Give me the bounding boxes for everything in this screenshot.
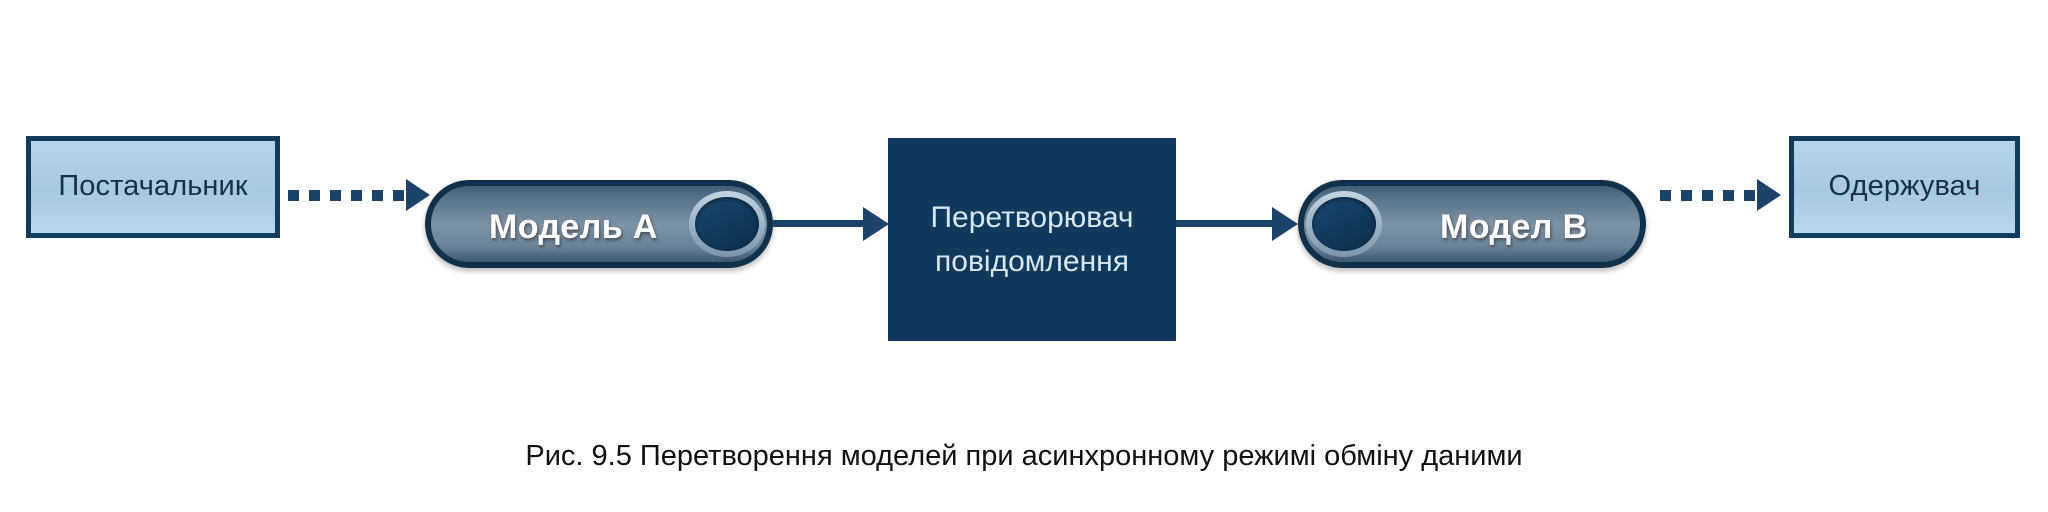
dotted-segment xyxy=(372,190,383,201)
connector-converter-to-model-b xyxy=(1176,207,1300,241)
node-supplier[interactable]: Постачальник xyxy=(26,136,280,238)
dotted-segment xyxy=(393,190,404,201)
dotted-segment xyxy=(1681,190,1692,201)
dotted-segment xyxy=(1744,190,1755,201)
node-model-a-label: Модель А xyxy=(489,208,658,246)
node-receiver-label: Одержувач xyxy=(1828,170,1981,203)
connector-line xyxy=(1176,220,1274,227)
connector-line xyxy=(773,220,865,227)
node-supplier-label: Постачальник xyxy=(58,170,248,203)
node-model-b-label: Модел В xyxy=(1440,208,1588,246)
arrowhead-icon xyxy=(406,179,430,211)
connector-model-a-to-converter xyxy=(773,207,889,241)
figure-caption: Рис. 9.5 Перетворення моделей при асинхр… xyxy=(525,440,1523,472)
cylinder-cap-disc xyxy=(1312,197,1376,251)
dotted-segment xyxy=(330,190,341,201)
dotted-segment xyxy=(309,190,320,201)
dotted-segment xyxy=(1723,190,1734,201)
connector-model-b-to-receiver xyxy=(1660,175,1790,215)
node-model-b[interactable]: Модел В xyxy=(1298,180,1646,268)
node-converter-label-line2: повідомлення xyxy=(935,244,1129,278)
dotted-segment xyxy=(1702,190,1713,201)
arrowhead-icon xyxy=(863,207,889,241)
arrowhead-icon xyxy=(1757,179,1781,211)
dotted-segment xyxy=(351,190,362,201)
node-model-a[interactable]: Модель А xyxy=(425,180,773,268)
dotted-segment xyxy=(288,190,299,201)
node-receiver[interactable]: Одержувач xyxy=(1789,136,2020,238)
cylinder-cap-disc xyxy=(695,197,759,251)
dotted-segment xyxy=(1660,190,1671,201)
node-converter[interactable]: Перетворювач повідомлення xyxy=(888,138,1176,341)
node-converter-label-line1: Перетворювач xyxy=(930,201,1134,234)
connector-supplier-to-model-a xyxy=(288,175,430,215)
arrowhead-icon xyxy=(1272,207,1298,241)
